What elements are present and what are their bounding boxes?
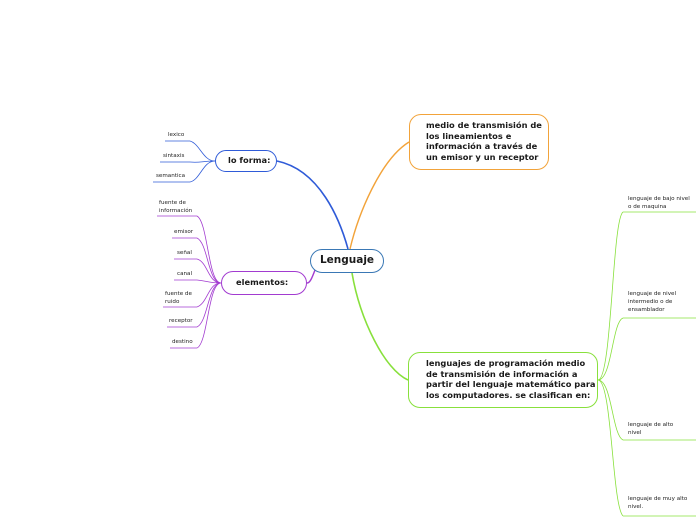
elementos-node[interactable]: elementos: xyxy=(221,271,307,295)
leaf-lexico[interactable]: lexico xyxy=(168,132,185,138)
leaf-emisor[interactable]: emisor xyxy=(174,229,194,235)
leaf-destino[interactable]: destino xyxy=(172,339,193,345)
central-node[interactable]: Lenguaje xyxy=(310,249,384,273)
leaf-bajo-nivel[interactable]: lenguaje de bajo nivel o de maquina xyxy=(628,196,690,211)
leaf-senal[interactable]: señal xyxy=(177,250,192,256)
leaf-alto-nivel[interactable]: lenguaje de alto nivel xyxy=(628,422,674,437)
leaf-fuente-ruido[interactable]: fuente de ruido xyxy=(165,291,192,306)
leaf-canal[interactable]: canal xyxy=(177,271,193,277)
leaf-semantica[interactable]: semantica xyxy=(156,173,186,179)
lenguajes-programacion-node[interactable]: lenguajes de programación medio de trans… xyxy=(408,352,598,408)
medio-transmision-node[interactable]: medio de transmisión de los lineamientos… xyxy=(409,114,549,170)
leaf-muy-alto-nivel[interactable]: lenguaje de muy alto nivel. xyxy=(628,496,688,511)
lo-forma-node[interactable]: lo forma: xyxy=(215,150,277,172)
leaf-sintaxis[interactable]: sintaxis xyxy=(163,153,185,159)
leaf-nivel-intermedio[interactable]: lenguaje de nivel intermedio o de ensamb… xyxy=(628,291,677,314)
leaf-receptor[interactable]: receptor xyxy=(169,318,193,324)
leaf-fuente-informacion[interactable]: fuente de información xyxy=(159,200,193,215)
